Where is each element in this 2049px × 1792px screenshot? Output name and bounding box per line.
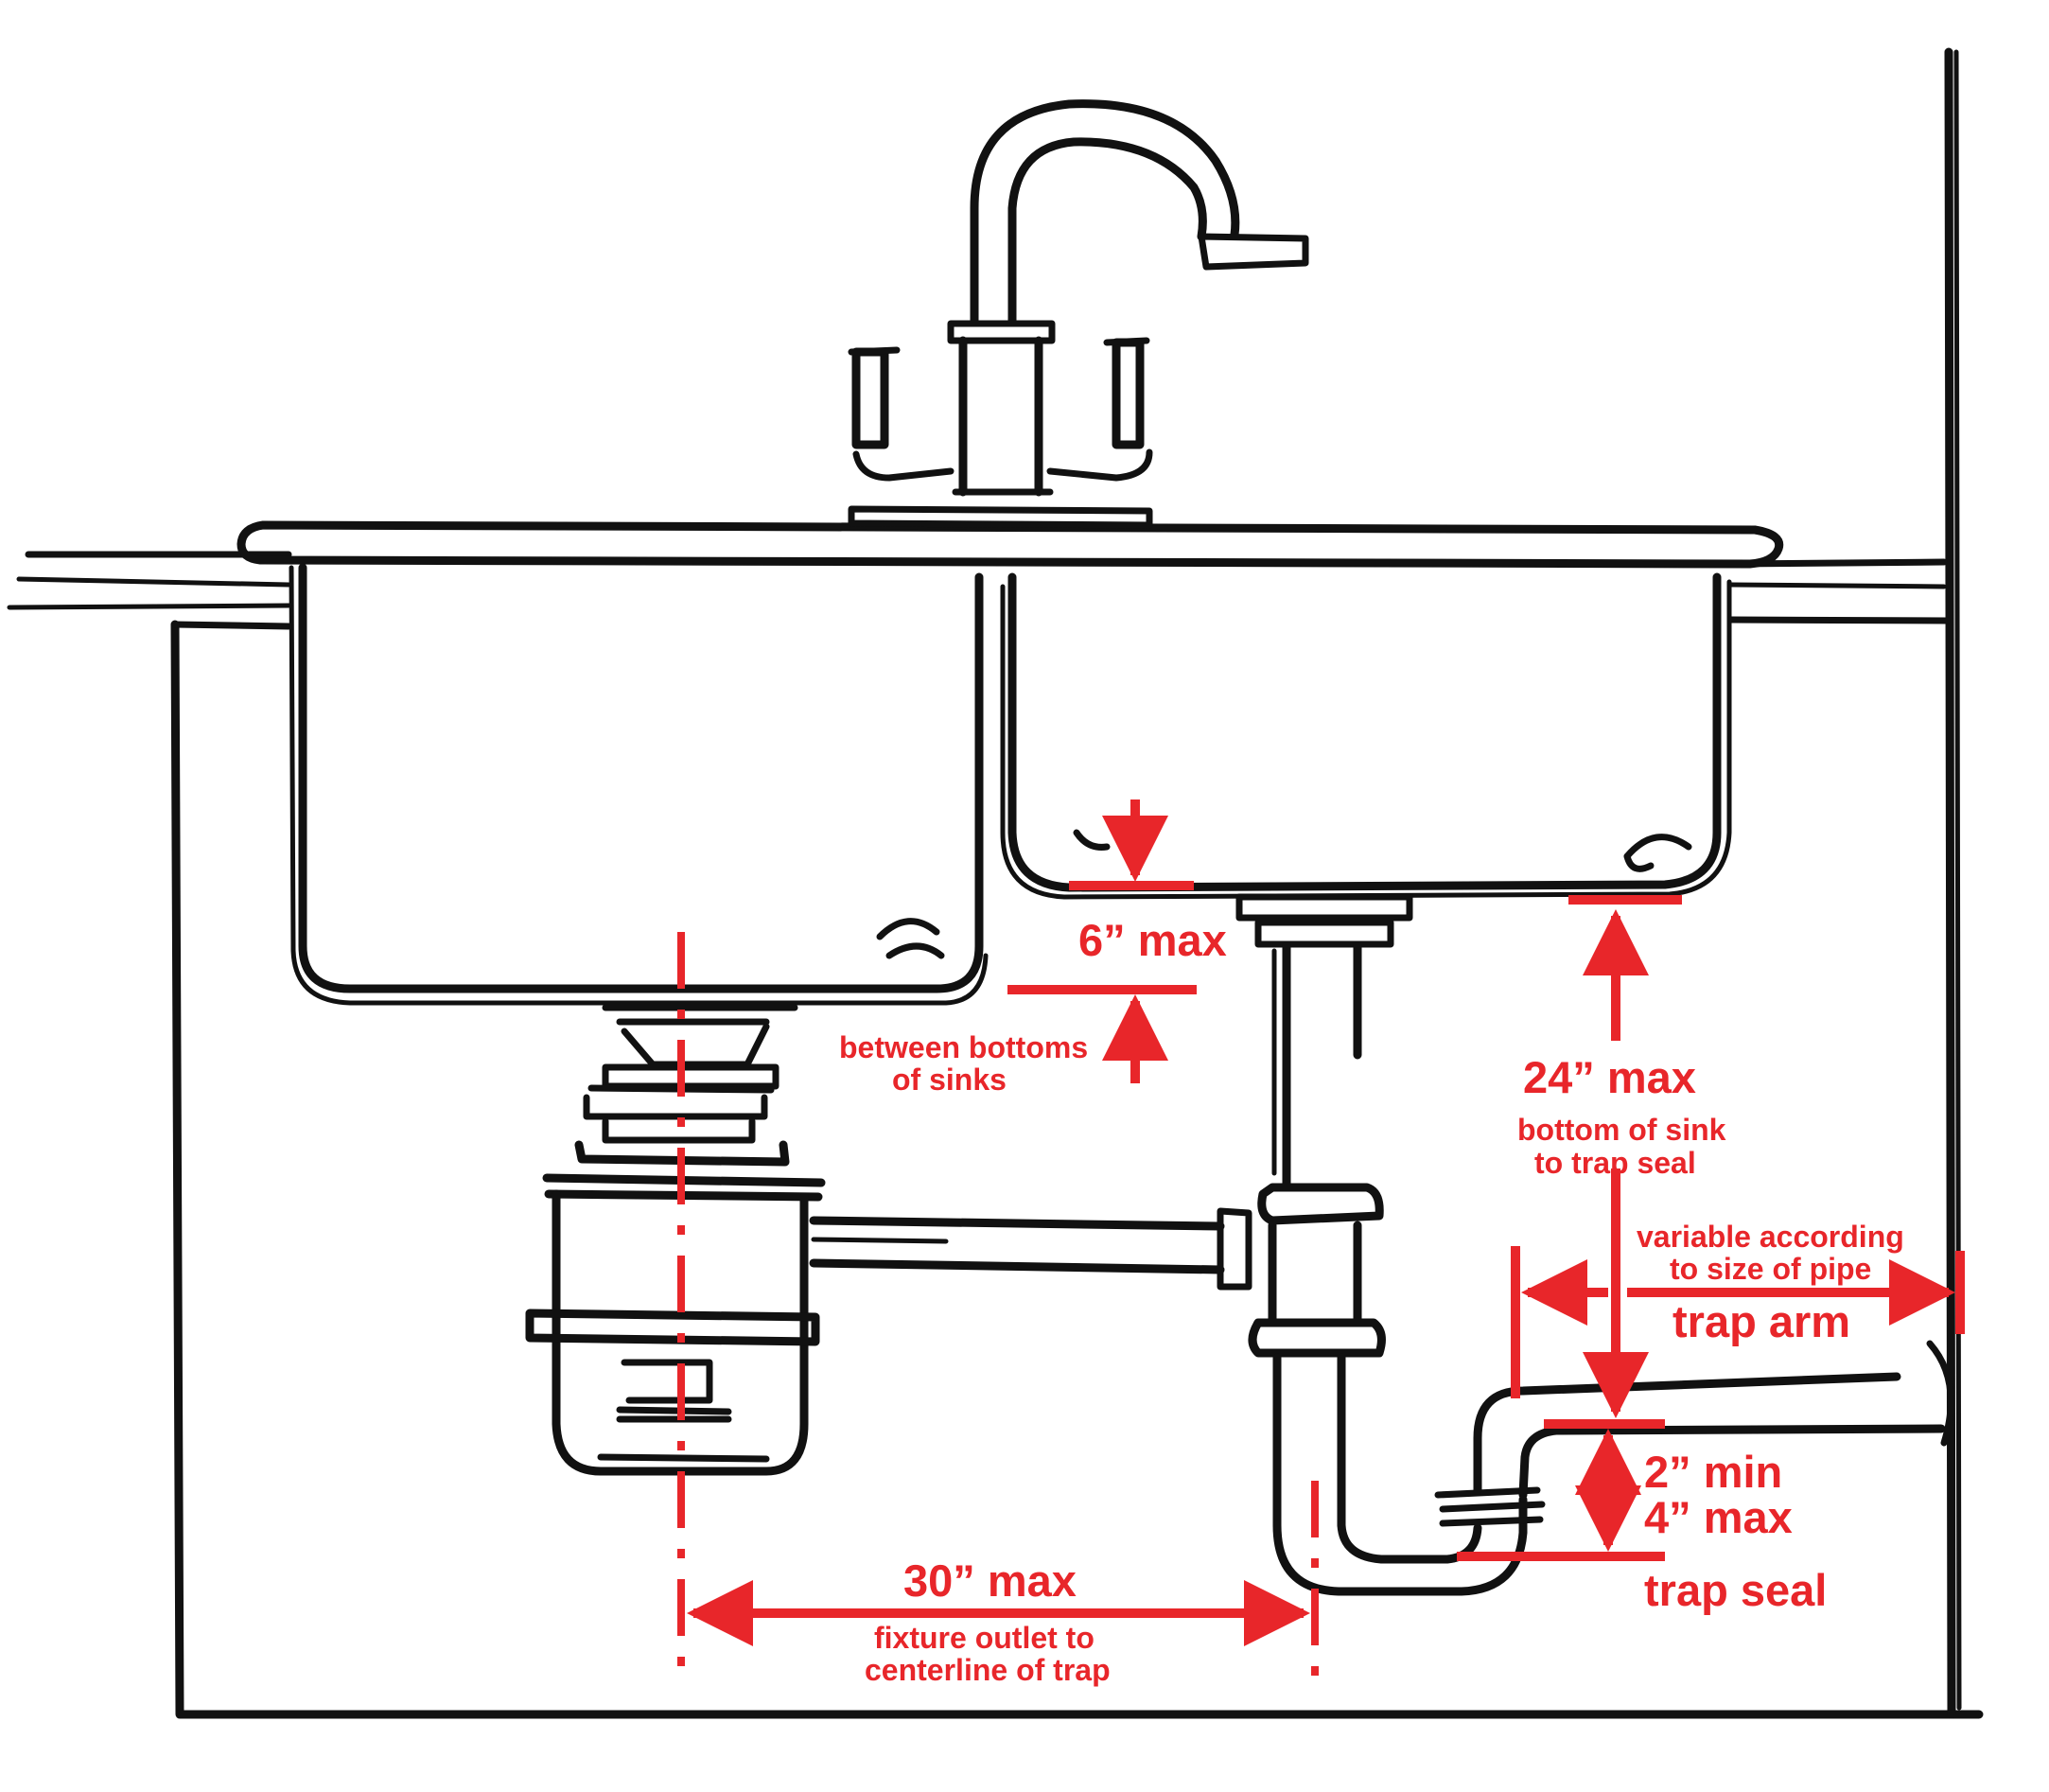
bottom-sink-label-2: to trap seal	[1534, 1146, 1696, 1180]
twentyfour-inch-max-dimension: 24” max bottom of sink to trap seal	[1517, 895, 1726, 1418]
four-max-label: 4” max	[1644, 1492, 1793, 1542]
faucet-icon	[848, 99, 1309, 529]
thirty-inch-max-dimension: 30” max fixture outlet to centerline of …	[677, 932, 1319, 1687]
tee-fitting	[1248, 1183, 1386, 1530]
p-trap-icon	[1272, 1340, 1954, 1596]
right-drain	[1235, 893, 1413, 1192]
trap-seal-dimension: 2” min 4” max trap seal	[1457, 1419, 1827, 1615]
fixture-outlet-label-1: fixture outlet to	[874, 1621, 1095, 1655]
sink-rim	[236, 520, 1784, 569]
variable-label-1: variable according	[1637, 1220, 1904, 1254]
between-bottoms-label-2: of sinks	[892, 1063, 1007, 1097]
trap-arm-dimension: variable according to size of pipe trap …	[1511, 1220, 1965, 1398]
trap-seal-label: trap seal	[1644, 1565, 1827, 1615]
variable-label-2: to size of pipe	[1670, 1252, 1871, 1286]
cabinet-frame	[170, 47, 1984, 1719]
trap-arm-label: trap arm	[1672, 1296, 1850, 1346]
six-max-label: 6” max	[1078, 915, 1227, 965]
thirty-max-label: 30” max	[903, 1555, 1077, 1606]
fixture-outlet-label-2: centerline of trap	[865, 1653, 1111, 1687]
garbage-disposal-icon	[525, 1004, 826, 1476]
disposal-outlet-pipe	[809, 1207, 1252, 1291]
left-sink-bowl	[289, 563, 989, 1006]
two-min-label: 2” min	[1644, 1447, 1782, 1497]
twentyfour-max-label: 24” max	[1523, 1052, 1696, 1102]
six-inch-max-dimension: 6” max between bottoms of sinks	[839, 799, 1227, 1097]
between-bottoms-label-1: between bottoms	[839, 1030, 1088, 1064]
right-sink-bowl	[1000, 572, 1732, 900]
bottom-sink-label-1: bottom of sink	[1517, 1113, 1726, 1147]
